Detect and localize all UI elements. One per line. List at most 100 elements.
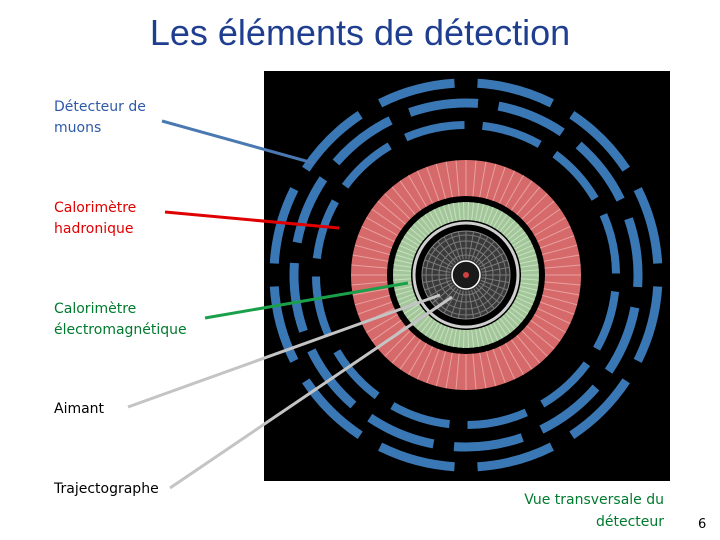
- tracker-segment-line: [424, 259, 452, 270]
- muon-chamber-segment: [378, 78, 455, 108]
- hcal-segment-line: [479, 161, 487, 198]
- hcal-segment-line: [498, 170, 516, 204]
- tracker-segment-line: [473, 288, 489, 314]
- ecal-segment-line: [515, 296, 533, 306]
- ecal-segment-line: [442, 327, 450, 345]
- muon-chamber-segment: [569, 378, 630, 439]
- hcal-segment-line: [384, 193, 411, 220]
- muon-chamber-segment: [367, 413, 435, 449]
- hcal-segment-line: [544, 264, 581, 269]
- tracker-segment-line: [450, 289, 461, 317]
- ecal-segment-line: [438, 207, 446, 225]
- ecal-segment-line: [424, 214, 436, 230]
- ecal-segment-line: [478, 204, 485, 222]
- ecal-segment-line: [429, 322, 439, 339]
- hcal-segment-line: [485, 351, 497, 387]
- hcal-segment-line: [492, 166, 506, 201]
- tracker-segment-line: [431, 284, 455, 304]
- muon-chamber-segment: [477, 78, 554, 108]
- hcal-segment-line: [416, 170, 434, 204]
- muon-chamber-segment: [624, 217, 643, 288]
- page-number: 6: [698, 517, 707, 532]
- muon-chamber-segment: [539, 384, 600, 434]
- tracker-segment-line: [480, 280, 508, 291]
- electromagnetic-calorimeter-segments: [393, 201, 539, 349]
- ecal-segment-line: [394, 285, 413, 291]
- ecal-segment-line: [429, 211, 439, 228]
- ecal-segment-line: [416, 315, 430, 330]
- ecal-segment-line: [397, 293, 415, 301]
- ecal-segment-line: [463, 329, 465, 349]
- tracker-segment-line: [468, 290, 475, 319]
- ecal-segment-line: [394, 259, 413, 265]
- magnet-pointer: [127, 293, 441, 409]
- tracker-segment-line: [450, 233, 461, 261]
- hcal-segment-line: [543, 254, 580, 262]
- muon-chamber-segment: [467, 408, 528, 429]
- tracker-segment-line: [475, 286, 495, 310]
- hcal-segment-line: [498, 346, 516, 380]
- hcal-segment-line: [534, 217, 566, 236]
- ecal-segment-line: [452, 329, 457, 347]
- tracker-pointer: [169, 295, 453, 490]
- tracker-segment-line: [481, 266, 510, 273]
- ecal-segment-line: [399, 244, 417, 254]
- tracker-segment-line: [473, 236, 489, 262]
- ecal-segment-line: [471, 202, 475, 221]
- ecal-segment-line: [406, 231, 422, 244]
- ecal-segment-line: [518, 254, 537, 261]
- label-hadronic-calorimeter: Calorimètre hadronique: [54, 200, 137, 237]
- hcal-segment-line: [505, 343, 524, 375]
- ecal-segment-line: [478, 328, 485, 346]
- hcal-segment-line: [492, 349, 506, 384]
- ecal-segment-line: [471, 329, 475, 348]
- ecal-segment-line: [467, 329, 469, 349]
- ecal-segment-line: [403, 303, 420, 315]
- ecal-segment-line: [512, 303, 529, 315]
- ecal-segment-line: [442, 205, 450, 223]
- hcal-segment-line: [485, 163, 497, 199]
- ecal-segment-line: [393, 278, 412, 281]
- hcal-segment-line: [426, 349, 440, 384]
- hcal-segment-line: [543, 288, 580, 296]
- hcal-segment-line: [479, 352, 487, 389]
- muon-chamber-segment: [302, 378, 363, 439]
- ecal-segment-line: [507, 227, 523, 240]
- ecal-segment-line: [475, 203, 480, 221]
- tracker-segment-line: [457, 231, 464, 260]
- hcal-segment-line: [534, 314, 566, 333]
- ecal-segment-line: [496, 320, 508, 336]
- tracker-segment-line: [477, 246, 501, 266]
- muon-chamber-segment: [604, 306, 640, 374]
- tracker-segment-line: [422, 266, 451, 273]
- muon-chamber-segment: [269, 286, 299, 363]
- hcal-segment-line: [354, 294, 390, 306]
- ecal-segment-line: [409, 310, 425, 323]
- ecal-segment-line: [517, 293, 535, 301]
- muon-chamber-segment: [453, 433, 524, 452]
- ecal-segment-line: [416, 220, 430, 235]
- ecal-segment-line: [505, 223, 519, 238]
- muon-chambers: [269, 78, 663, 472]
- ecal-segment-line: [393, 269, 412, 272]
- figure-caption: Vue transversale du détecteur: [524, 492, 664, 530]
- ecal-segment-line: [433, 209, 443, 226]
- tracker-segment-line: [427, 282, 453, 298]
- hcal-segment-line: [505, 175, 524, 207]
- ecal-segment-line: [493, 211, 503, 228]
- hcal-segment-line: [391, 335, 416, 364]
- ecal-segment-line: [457, 329, 461, 348]
- ecal-segment-line: [393, 264, 412, 268]
- hcal-segment-line: [435, 163, 447, 199]
- hcal-segment-line: [352, 254, 389, 262]
- ecal-segment-line: [401, 240, 418, 250]
- ecal-segment-line: [475, 329, 480, 347]
- hcal-segment-line: [377, 200, 406, 225]
- ecal-segment-line: [520, 282, 539, 286]
- ecal-segment-line: [499, 217, 512, 233]
- tracker-segment-line: [475, 240, 495, 264]
- ecal-segment-line: [457, 202, 461, 221]
- tracker-segments: [422, 231, 510, 319]
- muon-chamber-segment: [408, 98, 479, 117]
- hcal-segment-line: [357, 235, 392, 249]
